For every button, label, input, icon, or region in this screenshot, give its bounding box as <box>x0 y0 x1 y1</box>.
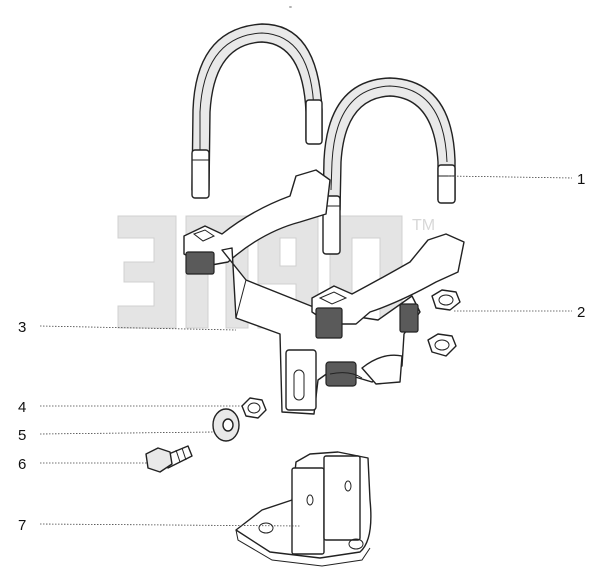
callout-1: 1 <box>577 171 585 188</box>
hex-bolt <box>145 445 193 473</box>
u-bolt-left <box>191 23 323 199</box>
saddle-clamp-right <box>311 233 465 339</box>
callout-4: 4 <box>18 399 26 416</box>
header-mark: = <box>289 5 292 11</box>
watermark-tm: TM <box>412 217 435 234</box>
callout-2: 2 <box>577 304 585 321</box>
saddle-clamp-left <box>183 169 331 275</box>
nut-lower <box>427 333 457 357</box>
callout-7: 7 <box>18 517 26 534</box>
hex-nut <box>241 397 267 419</box>
nut-upper <box>431 289 461 311</box>
callout-6: 6 <box>18 456 26 473</box>
leader-lines <box>39 175 573 527</box>
base-plate <box>235 451 372 567</box>
washer <box>212 408 240 442</box>
callout-3: 3 <box>18 319 26 336</box>
callout-5: 5 <box>18 427 26 444</box>
